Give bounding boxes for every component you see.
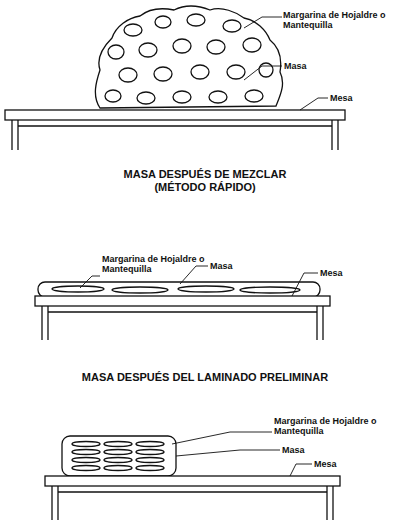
figure-caption: MASA DESPUÉS DE MEZCLAR (MÉTODO RÁPIDO) xyxy=(110,168,300,194)
laminated-dough xyxy=(38,282,320,297)
part-label: Masa xyxy=(284,61,324,71)
part-label: Mesa xyxy=(314,459,354,469)
part-label: Margarina de Hojaldre o Mantequilla xyxy=(102,254,212,274)
part-label: Masa xyxy=(210,261,250,271)
margarine-pieces xyxy=(105,14,273,104)
margarine-layers xyxy=(72,442,164,471)
folded-dough xyxy=(62,436,176,476)
part-label: Mesa xyxy=(320,268,360,278)
part-label: Masa xyxy=(282,445,322,455)
table xyxy=(5,110,345,150)
part-label: Margarina de Hojaldre o Mantequilla xyxy=(274,416,399,436)
leader-lines xyxy=(244,17,328,110)
part-label: Mesa xyxy=(330,93,370,103)
margarine-layers xyxy=(52,286,300,293)
figure-caption: MASA DESPUÉS DEL LAMINADO PRELIMINAR xyxy=(40,371,370,384)
table xyxy=(35,296,330,340)
dough-blob xyxy=(95,6,282,108)
part-label: Margarina de Hojaldre o Mantequilla xyxy=(283,10,403,30)
table xyxy=(45,476,340,520)
